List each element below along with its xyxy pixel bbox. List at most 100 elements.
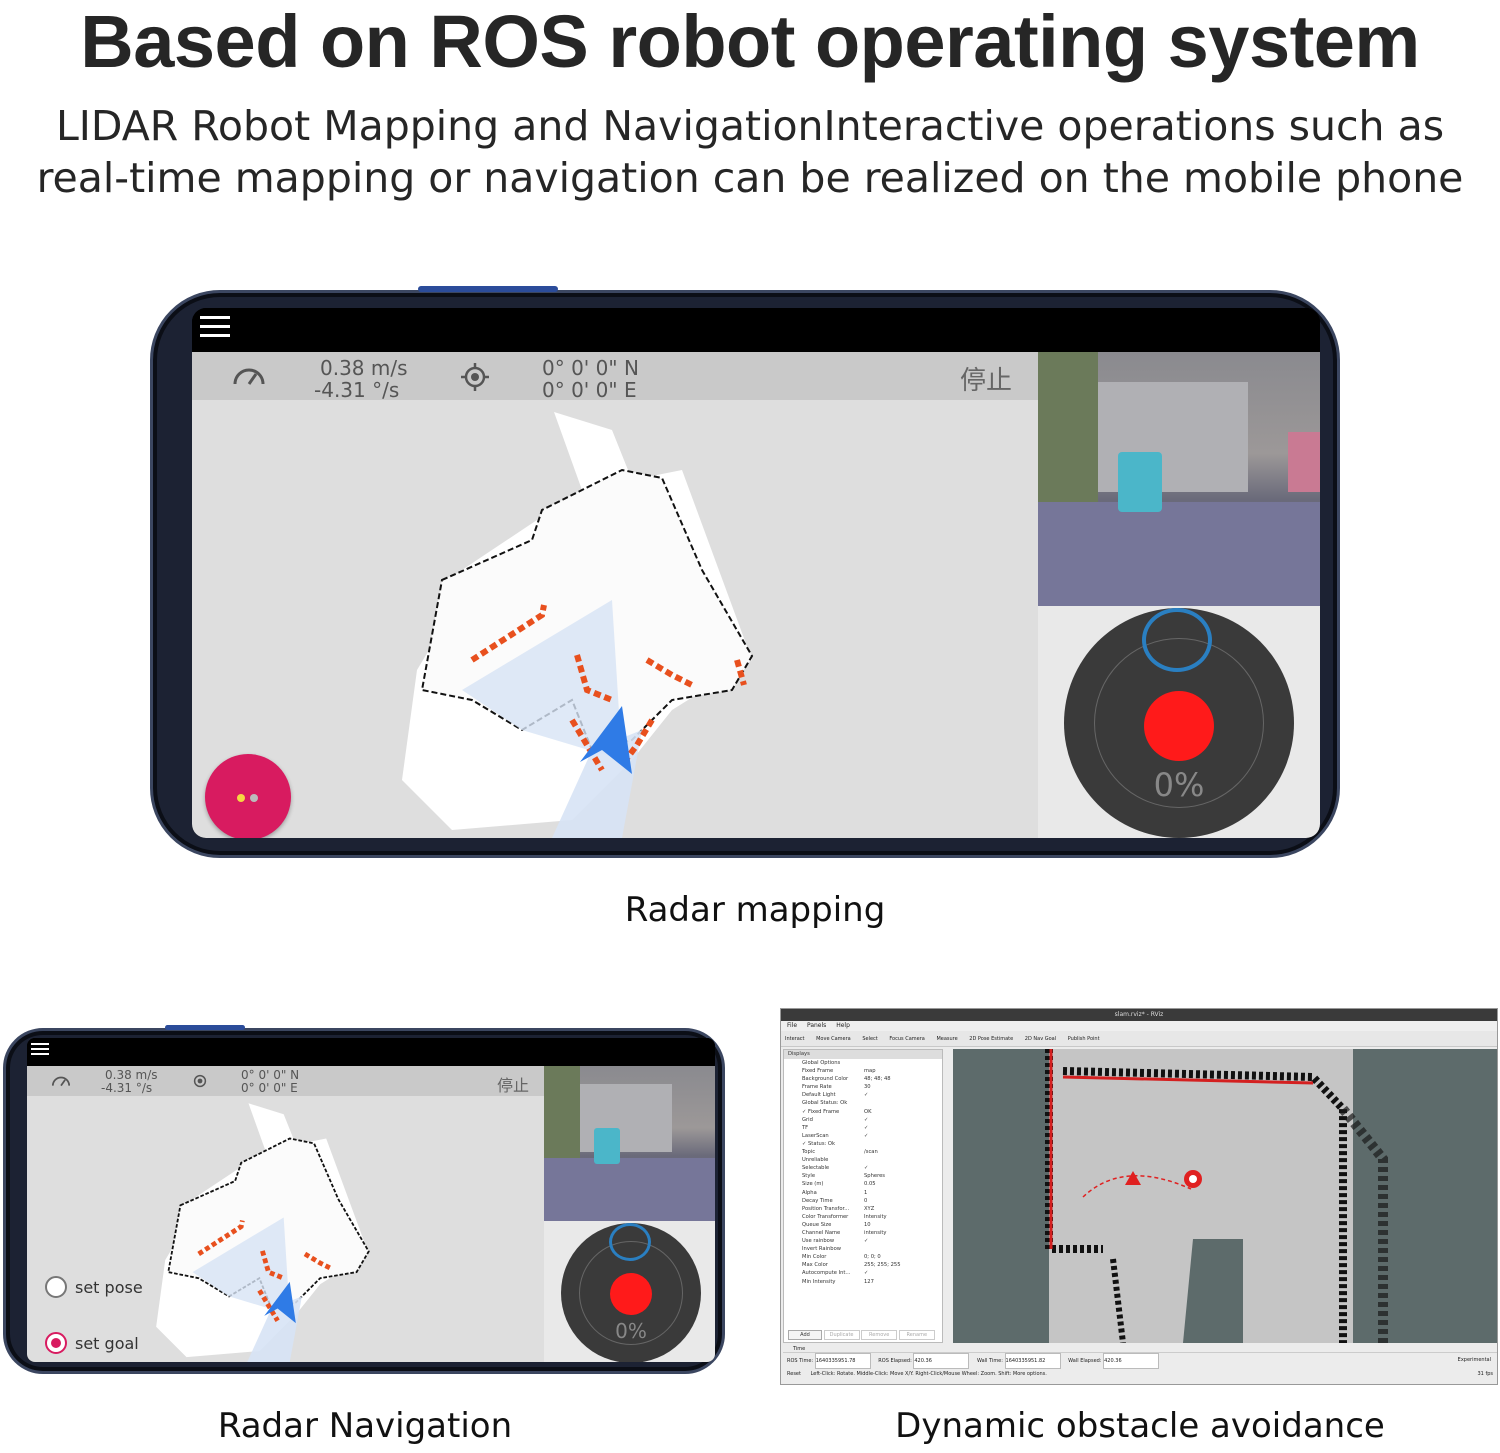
joystick[interactable]: 0% (561, 1223, 701, 1362)
gps-target-icon[interactable] (460, 362, 490, 392)
tool-interact[interactable]: Interact (785, 1036, 805, 1042)
wall-elapsed-value: 420.36 (1103, 1353, 1160, 1369)
rename-button[interactable]: Rename (898, 1330, 935, 1341)
experimental-checkbox[interactable]: Experimental (1457, 1357, 1491, 1363)
property-value: 1 (864, 1189, 868, 1196)
property-row[interactable]: TF✓ (802, 1124, 942, 1132)
set-pose-label: set pose (75, 1278, 143, 1297)
property-row[interactable]: Unreliable (802, 1156, 942, 1164)
property-row[interactable]: Selectable ✓ (802, 1164, 942, 1172)
menu-panels[interactable]: Panels (806, 1022, 827, 1029)
ros-elapsed-label: ROS Elapsed: (878, 1358, 912, 1364)
property-key: Background Color (802, 1076, 849, 1083)
camera-feed (544, 1066, 715, 1221)
property-row[interactable]: Invert Rainbow (802, 1245, 942, 1253)
telemetry-bar: 0.38 m/s -4.31 °/s 0° 0' 0" N 0° 0' 0" E… (27, 1066, 544, 1096)
set-goal-option[interactable]: set goal (45, 1332, 185, 1356)
longitude: 0° 0' 0" E (241, 1081, 298, 1095)
gps-target-icon[interactable] (191, 1072, 209, 1090)
set-pose-option[interactable]: set pose (45, 1276, 185, 1300)
tool-measure[interactable]: Measure (936, 1036, 958, 1042)
property-row[interactable]: Channel Name intensity (802, 1229, 942, 1237)
property-row[interactable]: Global Status: Ok (802, 1099, 942, 1107)
rviz-menu-bar: File Panels Help (781, 1021, 1497, 1031)
reset-button[interactable]: Reset (787, 1371, 801, 1377)
tool-move-camera[interactable]: Move Camera (816, 1036, 851, 1042)
ros-time-value: 1640335951.78 (814, 1353, 871, 1369)
property-row[interactable]: Size (m)0.05 (802, 1180, 942, 1188)
set-pose-radio[interactable] (45, 1276, 67, 1298)
property-value: ✓ (864, 1092, 869, 1099)
tool-2d-pose-estimate[interactable]: 2D Pose Estimate (969, 1036, 1014, 1042)
caption-avoidance: Dynamic obstacle avoidance (895, 1406, 1385, 1446)
property-key: Decay Time (802, 1197, 833, 1204)
menu-icon[interactable] (31, 1043, 49, 1055)
trash-can (1118, 452, 1162, 512)
menu-icon[interactable] (200, 316, 230, 338)
stop-button[interactable]: 停止 (960, 366, 1013, 396)
linear-speed: 0.38 m/s (320, 356, 408, 380)
duplicate-button[interactable]: Duplicate (823, 1330, 860, 1341)
property-value: Intensity (864, 1213, 887, 1220)
joystick-panel: 0% (544, 1221, 715, 1362)
phone-side-button (418, 286, 558, 292)
tool-focus-camera[interactable]: Focus Camera (889, 1036, 925, 1042)
property-value: map (864, 1068, 876, 1075)
tool-select[interactable]: Select (862, 1036, 878, 1042)
tool-publish-point[interactable]: Publish Point (1067, 1036, 1100, 1042)
property-row[interactable]: ✓ Status: Ok (802, 1140, 942, 1148)
menu-help[interactable]: Help (836, 1022, 850, 1029)
property-row[interactable]: Position Transfor...XYZ (802, 1205, 942, 1213)
property-key: Selectable (802, 1165, 830, 1172)
remove-button[interactable]: Remove (861, 1330, 898, 1341)
mode-toggle-button[interactable] (205, 754, 291, 838)
tool-2d-nav-goal[interactable]: 2D Nav Goal (1024, 1036, 1057, 1042)
property-value: ✓ (864, 1165, 869, 1172)
wall-time-value: 1640335951.82 (1004, 1353, 1061, 1369)
property-key: Channel Name (802, 1229, 841, 1236)
rviz-map (1045, 1049, 1388, 1343)
property-row[interactable]: Topic/scan (802, 1148, 942, 1156)
property-value: 0.05 (864, 1181, 876, 1188)
rviz-3d-view[interactable] (953, 1049, 1497, 1343)
set-goal-radio[interactable] (45, 1332, 67, 1354)
lidar-map[interactable] (192, 400, 1038, 838)
telemetry-bar: 0.38 m/s -4.31 °/s 0° 0' 0" N 0° 0' 0" E… (192, 352, 1038, 402)
angular-speed: -4.31 °/s (101, 1081, 153, 1095)
lidar-map[interactable]: set pose set goal (27, 1096, 544, 1362)
fps-counter: 31 fps (1477, 1371, 1494, 1377)
menu-file[interactable]: File (787, 1022, 798, 1029)
phone-screen-navigation: 0.38 m/s -4.31 °/s 0° 0' 0" N 0° 0' 0" E… (27, 1038, 715, 1362)
add-button[interactable]: Add (788, 1330, 822, 1341)
property-row[interactable]: LaserScan✓ (802, 1132, 942, 1140)
linear-speed: 0.38 m/s (105, 1068, 158, 1082)
angular-speed: -4.31 °/s (314, 378, 400, 402)
stop-button[interactable]: 停止 (497, 1076, 530, 1095)
joystick[interactable]: 0% (1064, 608, 1294, 838)
property-value: intensity (864, 1229, 887, 1236)
joystick-limit-ring (1142, 608, 1212, 672)
camera-feed (1038, 352, 1320, 606)
property-row[interactable]: Global Options (802, 1059, 942, 1067)
property-value: 127 (864, 1278, 874, 1285)
property-key: ✓ Fixed Frame (802, 1108, 840, 1115)
latitude: 0° 0' 0" N (241, 1068, 300, 1082)
property-row[interactable]: Autocompute Int...✓ (802, 1269, 942, 1277)
property-row[interactable]: Default Light✓ (802, 1091, 942, 1099)
property-row[interactable]: Grid✓ (802, 1116, 942, 1124)
property-row[interactable]: Use rainbow✓ (802, 1237, 942, 1245)
